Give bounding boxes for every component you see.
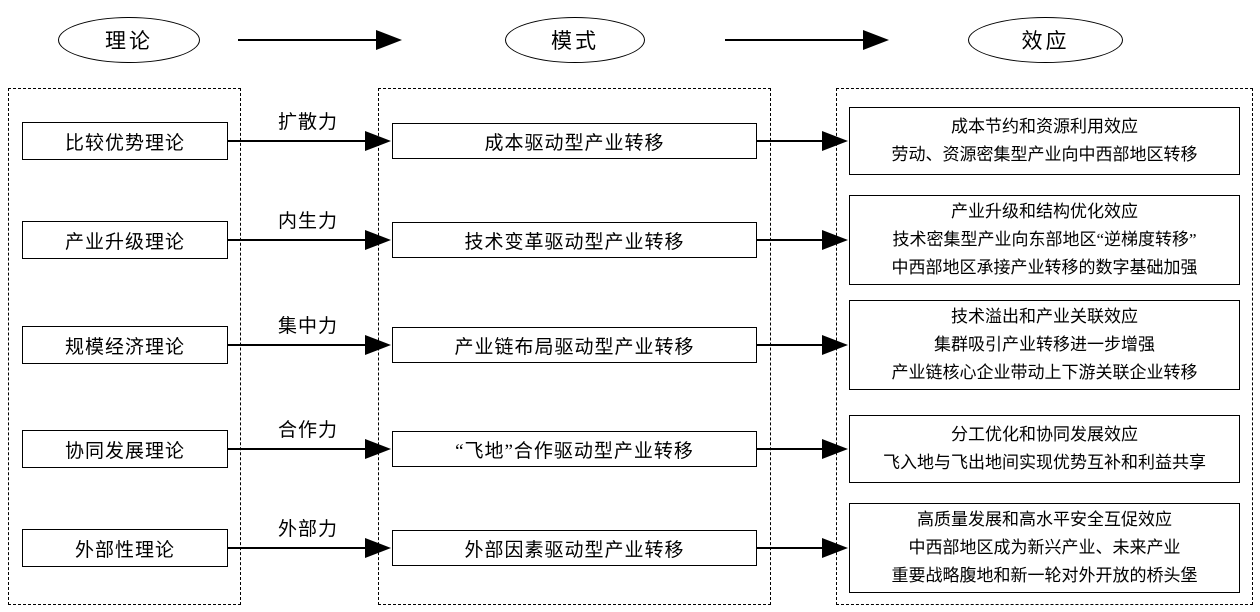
effect-line: 分工优化和协同发展效应 (951, 425, 1138, 444)
effect-line: 重要战略腹地和新一轮对外开放的桥头堡 (891, 566, 1198, 585)
effect-box-row2: 产业升级和结构优化效应 技术密集型产业向东部地区“逆梯度转移” 中西部地区承接产… (849, 195, 1240, 285)
effect-line: 集群吸引产业转移进一步增强 (934, 335, 1155, 354)
force-label-row1: 扩散力 (277, 112, 338, 133)
theory-box-row1: 比较优势理论 (22, 122, 228, 160)
mode-box-row4: “飞地”合作驱动型产业转移 (392, 431, 757, 467)
theory-label: 比较优势理论 (64, 132, 185, 154)
theory-label: 规模经济理论 (64, 336, 185, 358)
theory-label: 外部性理论 (74, 539, 175, 561)
mode-box-row5: 外部因素驱动型产业转移 (392, 530, 757, 566)
effect-box-row3: 技术溢出和产业关联效应 集群吸引产业转移进一步增强 产业链核心企业带动上下游关联… (849, 300, 1240, 390)
header-node-effect-label: 效应 (1021, 29, 1070, 53)
effect-line: 劳动、资源密集型产业向中西部地区转移 (891, 145, 1198, 164)
mode-label: 产业链布局驱动型产业转移 (454, 336, 695, 358)
mode-label: 外部因素驱动型产业转移 (464, 539, 685, 561)
effect-line: 中西部地区承接产业转移的数字基础加强 (891, 258, 1198, 277)
effect-box-row1: 成本节约和资源利用效应 劳动、资源密集型产业向中西部地区转移 (849, 107, 1240, 175)
theory-box-row5: 外部性理论 (22, 529, 228, 567)
effect-line: 成本节约和资源利用效应 (951, 117, 1138, 136)
effect-line: 产业链核心企业带动上下游关联企业转移 (891, 363, 1198, 382)
header-node-theory: 理论 (58, 17, 200, 63)
effect-box-row5: 高质量发展和高水平安全互促效应 中西部地区成为新兴产业、未来产业 重要战略腹地和… (849, 503, 1240, 593)
header-node-mode: 模式 (505, 17, 645, 63)
effect-line: 产业升级和结构优化效应 (951, 202, 1138, 221)
header-node-theory-label: 理论 (105, 29, 153, 53)
mode-label: “飞地”合作驱动型产业转移 (455, 440, 694, 462)
theory-column-frame (8, 88, 241, 605)
mode-column-frame (378, 88, 771, 605)
header-node-mode-label: 模式 (551, 29, 599, 53)
effect-line: 技术溢出和产业关联效应 (951, 307, 1138, 326)
effect-line: 技术密集型产业向东部地区“逆梯度转移” (892, 230, 1197, 249)
mode-label: 成本驱动型产业转移 (484, 132, 665, 154)
mode-label: 技术变革驱动型产业转移 (464, 231, 685, 253)
effect-line: 飞入地与飞出地间实现优势互补和利益共享 (883, 453, 1206, 472)
force-label-row5: 外部力 (277, 519, 338, 540)
effect-box-row4: 分工优化和协同发展效应 飞入地与飞出地间实现优势互补和利益共享 (849, 415, 1240, 483)
force-label-row2: 内生力 (277, 211, 338, 232)
theory-label: 协同发展理论 (64, 440, 185, 462)
force-label-row3: 集中力 (277, 316, 338, 337)
effect-line: 高质量发展和高水平安全互促效应 (917, 510, 1172, 529)
theory-box-row4: 协同发展理论 (22, 430, 228, 468)
force-label-row4: 合作力 (277, 420, 338, 441)
theory-label: 产业升级理论 (64, 231, 185, 253)
header-node-effect: 效应 (968, 17, 1123, 63)
effect-line: 中西部地区成为新兴产业、未来产业 (908, 538, 1181, 557)
theory-box-row2: 产业升级理论 (22, 221, 228, 259)
mode-box-row3: 产业链布局驱动型产业转移 (392, 327, 757, 363)
mode-box-row1: 成本驱动型产业转移 (392, 123, 757, 159)
theory-box-row3: 规模经济理论 (22, 326, 228, 364)
mode-box-row2: 技术变革驱动型产业转移 (392, 222, 757, 258)
effect-column-frame (836, 88, 1253, 605)
